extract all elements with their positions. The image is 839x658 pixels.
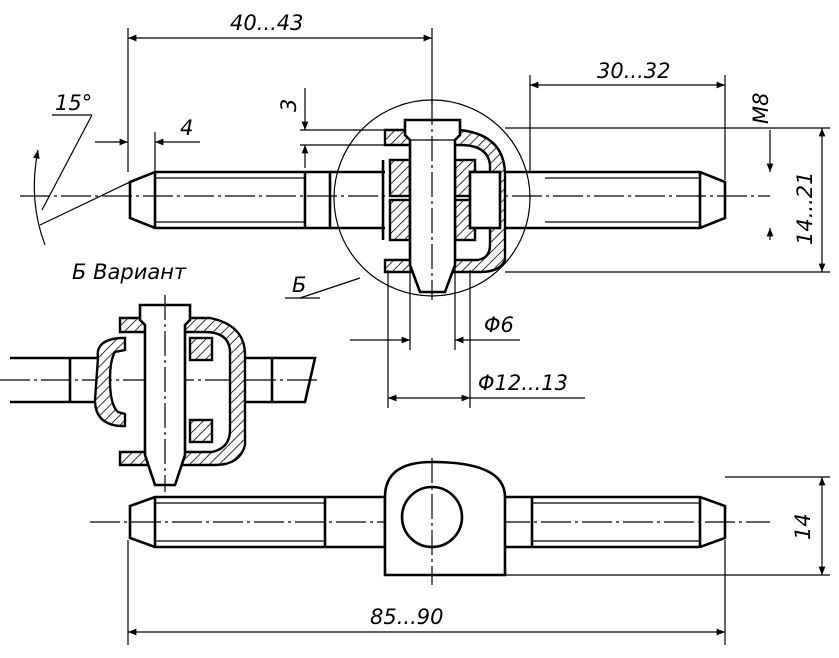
dim-block-height: 14...21 [793, 172, 817, 245]
variant-right-rod [240, 356, 317, 404]
dim-total-length: 85...90 [370, 605, 443, 629]
left-sleeve-top [388, 158, 412, 198]
variant-left-sleeve [93, 336, 127, 428]
left-rod [128, 170, 332, 230]
detail-ref-label: Б [292, 273, 306, 297]
angle-leader [41, 114, 93, 211]
right-rod-end [468, 170, 502, 230]
screw [403, 118, 462, 294]
dim-hole-diameter: Φ12...13 [478, 371, 568, 395]
dim-bottom-height: 14 [791, 513, 815, 540]
variant-left-rod [10, 356, 100, 404]
dim-top-length: 40...43 [230, 11, 303, 35]
dim-gap: 3 [277, 99, 301, 112]
variant-right-sleeve-top [188, 336, 214, 362]
clamp-body [383, 128, 507, 274]
variant-view: Б Вариант [0, 260, 320, 492]
angle-ray [39, 181, 131, 226]
left-sleeve-bottom [388, 198, 412, 242]
dim-thread: M8 [749, 93, 773, 124]
dim-end-offset: 4 [180, 116, 193, 140]
variant-right-sleeve-bottom [188, 418, 214, 444]
variant-label: Б Вариант [72, 260, 187, 284]
right-rod [530, 170, 727, 230]
bottom-view: 14 85...90 [90, 458, 830, 645]
bottom-right-rod [505, 495, 727, 549]
detail-leader [299, 277, 361, 299]
dim-pin-diameter: Φ6 [484, 313, 514, 337]
left-neck [330, 170, 385, 230]
dim-right-thread: 30...32 [597, 59, 670, 83]
dim-chamfer-angle: 15° [55, 91, 92, 115]
variant-clamp [118, 316, 247, 467]
right-neck [505, 170, 530, 230]
variant-screw [138, 303, 192, 487]
top-section-view: 40...43 30...32 3 4 15° M8 14...21 [20, 11, 830, 408]
angle-arc [33, 149, 46, 246]
